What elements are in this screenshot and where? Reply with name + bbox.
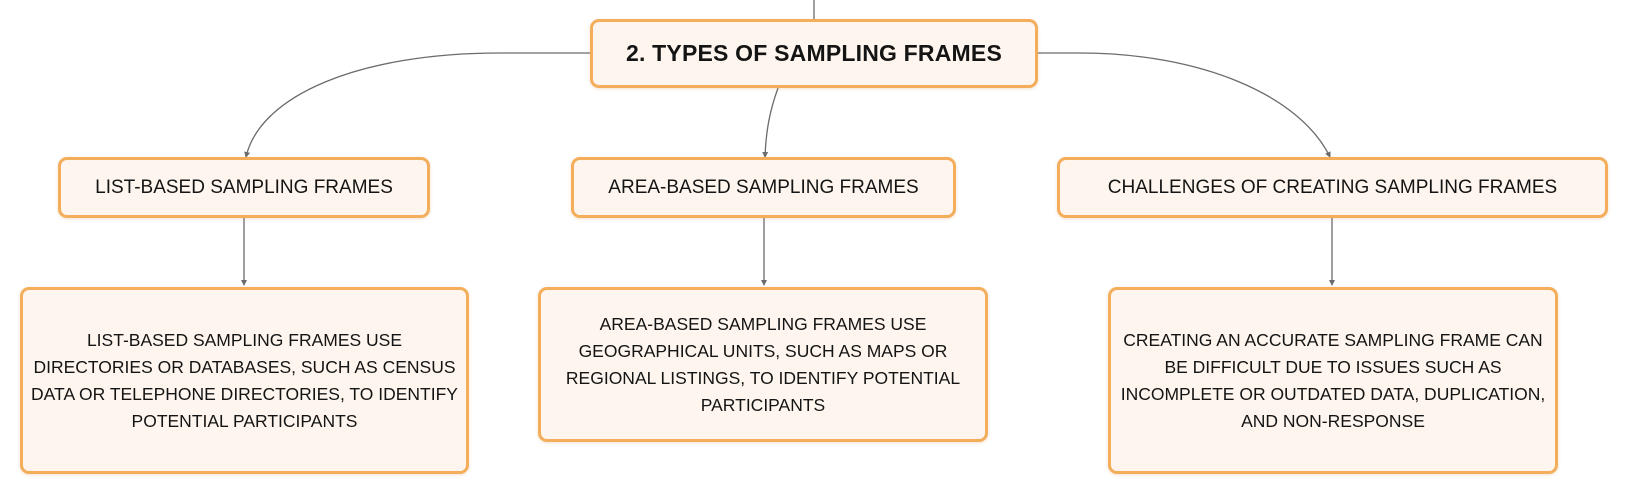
branch-node-label: List-based sampling frames <box>95 176 393 198</box>
branch-node-label: Challenges of creating sampling frames <box>1107 176 1558 198</box>
branch-node-area-based[interactable]: Area-based sampling frames <box>571 157 956 218</box>
detail-node-challenges[interactable]: Creating an accurate sampling frame can … <box>1108 287 1558 474</box>
root-node[interactable]: 2. Types of Sampling Frames <box>590 19 1038 88</box>
branch-node-challenges[interactable]: Challenges of creating sampling frames <box>1057 157 1608 218</box>
branch-node-label: Area-based sampling frames <box>608 176 919 198</box>
detail-node-text: List-based sampling frames use directori… <box>31 329 458 431</box>
detail-node-text: Creating an accurate sampling frame can … <box>1120 329 1546 431</box>
detail-node-list-based[interactable]: List-based sampling frames use directori… <box>20 287 469 474</box>
connector-root-to-area-based <box>762 87 779 158</box>
connector-root-to-list-based <box>244 52 590 158</box>
detail-node-area-based[interactable]: Area-based sampling frames use geographi… <box>538 287 988 442</box>
root-node-label: 2. Types of Sampling Frames <box>626 40 1002 66</box>
connector-root-to-challenges <box>1038 52 1331 158</box>
detail-node-text: Area-based sampling frames use geographi… <box>565 313 961 415</box>
branch-node-list-based[interactable]: List-based sampling frames <box>58 157 430 218</box>
